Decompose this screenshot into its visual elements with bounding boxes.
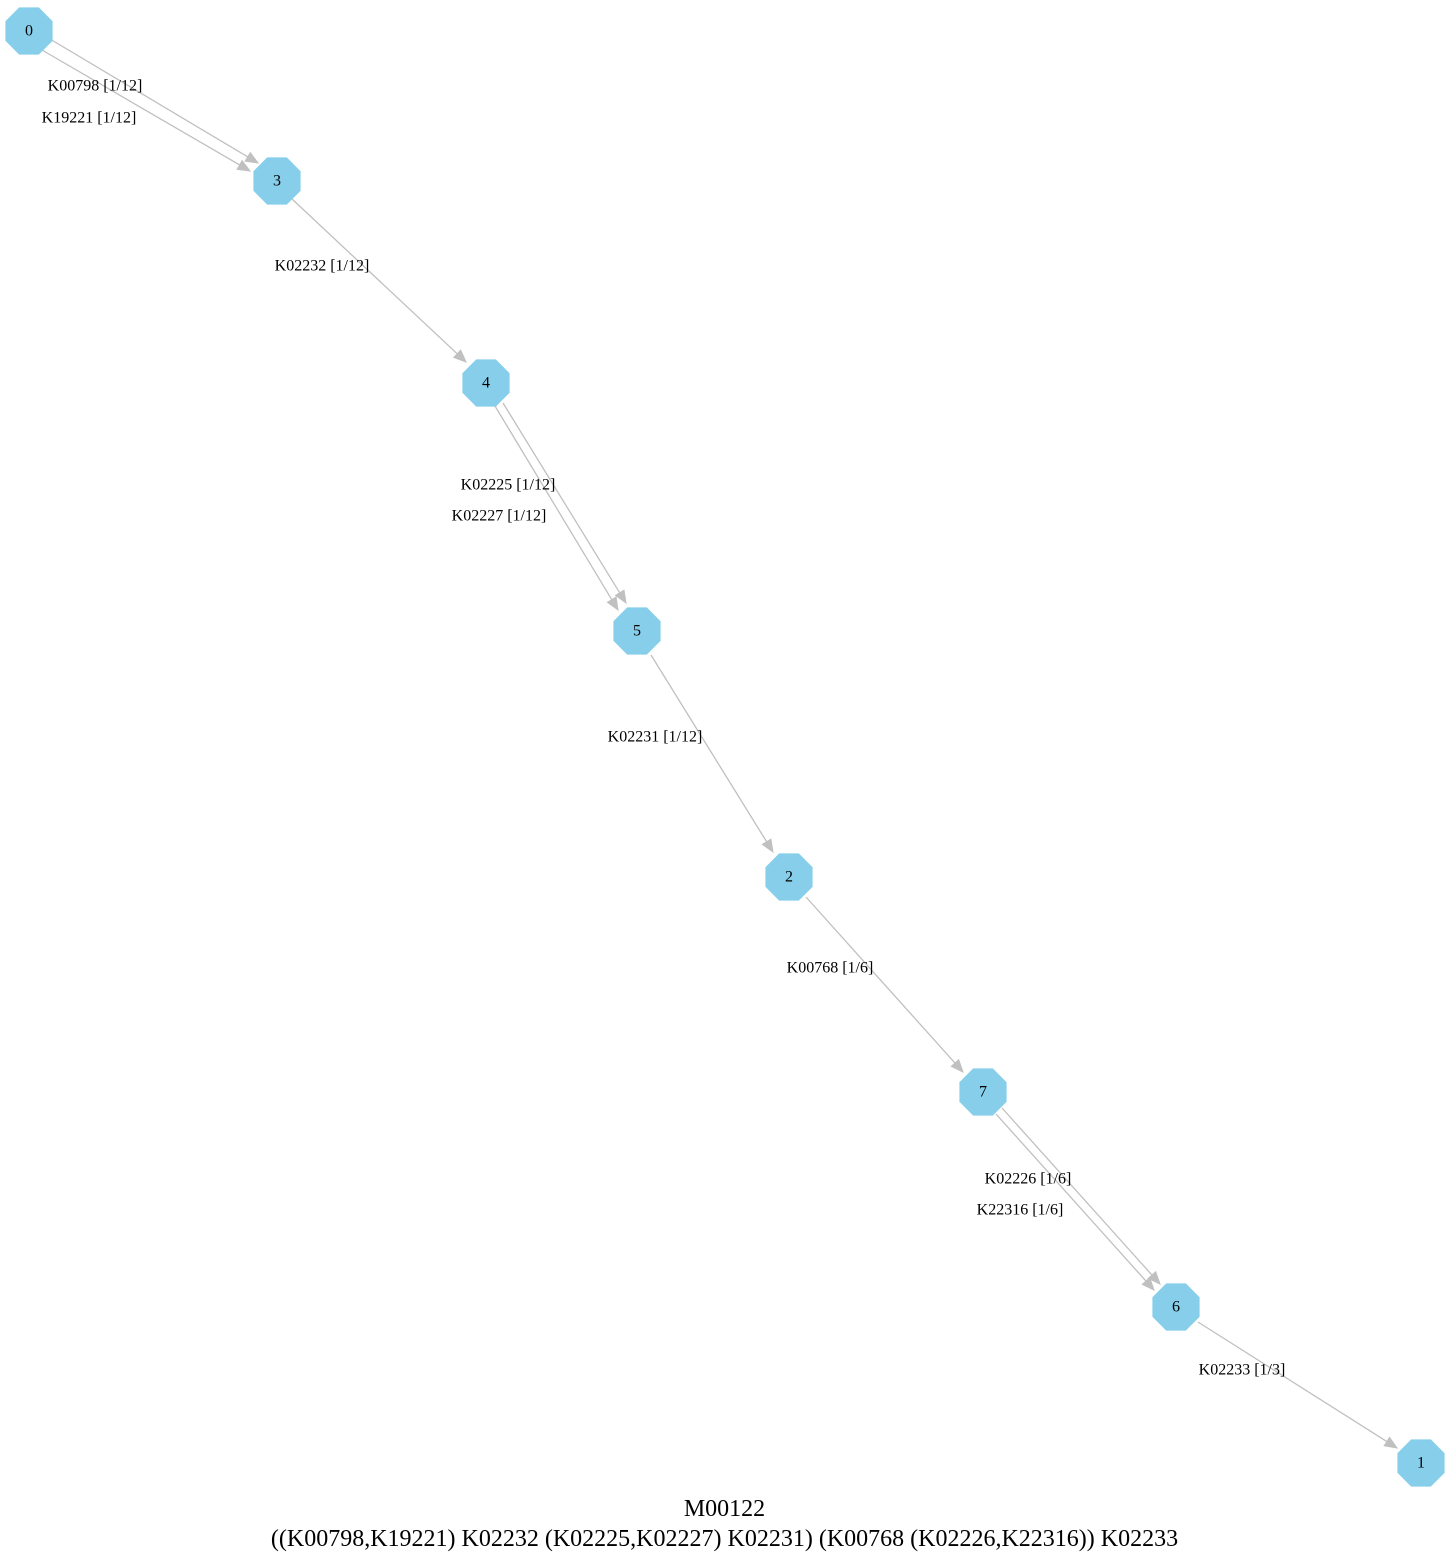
node-1[interactable]: 1 [1397,1439,1445,1487]
nodes-layer: 0 3 4 5 2 7 6 1 [5,7,1445,1487]
edge-line [41,49,240,166]
octagon-node-icon [613,607,661,655]
edge-7-to-6 [1001,1107,1161,1285]
edge-5-to-2 [650,654,774,854]
edge-line [49,38,249,158]
edge-4-to-5 [502,402,627,605]
arrow-head-icon [236,159,252,172]
arrow-head-icon [950,1058,964,1073]
octagon-node-icon [765,853,813,901]
octagon-node-icon [959,1068,1007,1116]
edge-label: K02227 [1/12] [452,508,547,525]
node-7[interactable]: 7 [959,1068,1007,1116]
node-label: 0 [25,23,33,40]
arrow-head-icon [1383,1436,1399,1449]
node-label: 5 [633,623,641,640]
node-0[interactable]: 0 [5,7,53,55]
edge-line [291,198,458,355]
edge-label: K00798 [1/12] [48,78,143,95]
edge-7-to-6 [995,1113,1155,1291]
edge-line [650,654,768,843]
node-label: 6 [1172,1299,1180,1316]
edge-0-to-3 [41,49,252,172]
edge-label: K02232 [1/12] [275,258,370,275]
edge-6-to-1 [1197,1321,1399,1449]
node-6[interactable]: 6 [1152,1283,1200,1331]
edge-label: K02231 [1/12] [608,729,703,746]
arrow-head-icon [244,151,260,164]
node-label: 7 [979,1084,987,1101]
edge-line [494,405,613,601]
octagon-node-icon [1152,1283,1200,1331]
edge-label: K00768 [1/6] [787,960,874,977]
octagon-node-icon [1397,1439,1445,1487]
edge-label: K19221 [1/12] [42,110,137,127]
node-label: 1 [1417,1455,1425,1472]
octagon-node-icon [462,359,510,407]
edge-4-to-5 [494,405,619,612]
edge-line [1197,1321,1388,1443]
node-4[interactable]: 4 [462,359,510,407]
octagon-node-icon [5,7,53,55]
arrow-head-icon [761,838,774,854]
node-5[interactable]: 5 [613,607,661,655]
arrow-head-icon [614,589,627,605]
edges-layer [41,38,1399,1449]
edge-line [805,896,956,1064]
node-label: 3 [273,173,281,190]
edge-label: K02233 [1/3] [1199,1362,1286,1379]
arrow-head-icon [1147,1270,1161,1285]
edge-label: K02226 [1/6] [985,1171,1072,1188]
node-2[interactable]: 2 [765,853,813,901]
module-expression: ((K00798,K19221) K02232 (K02225,K02227) … [270,1526,1179,1552]
arrow-head-icon [1141,1276,1155,1291]
edge-0-to-3 [49,38,260,164]
arrow-head-icon [606,596,619,612]
octagon-node-icon [253,157,301,205]
node-3[interactable]: 3 [253,157,301,205]
edge-line [995,1113,1147,1282]
edge-3-to-4 [291,198,467,363]
edge-line [1001,1107,1153,1276]
edge-label: K02225 [1/12] [461,477,556,494]
node-label: 4 [482,375,490,392]
edge-label: K22316 [1/6] [977,1202,1064,1219]
diagram-title: M00122 [683,1496,766,1522]
edge-2-to-7 [805,896,964,1073]
edge-line [502,402,621,594]
arrow-head-icon [452,349,467,363]
edge-labels-layer: K00798 [1/12] K19221 [1/12] K02232 [1/12] K… [42,78,1286,1379]
node-label: 2 [785,869,793,886]
